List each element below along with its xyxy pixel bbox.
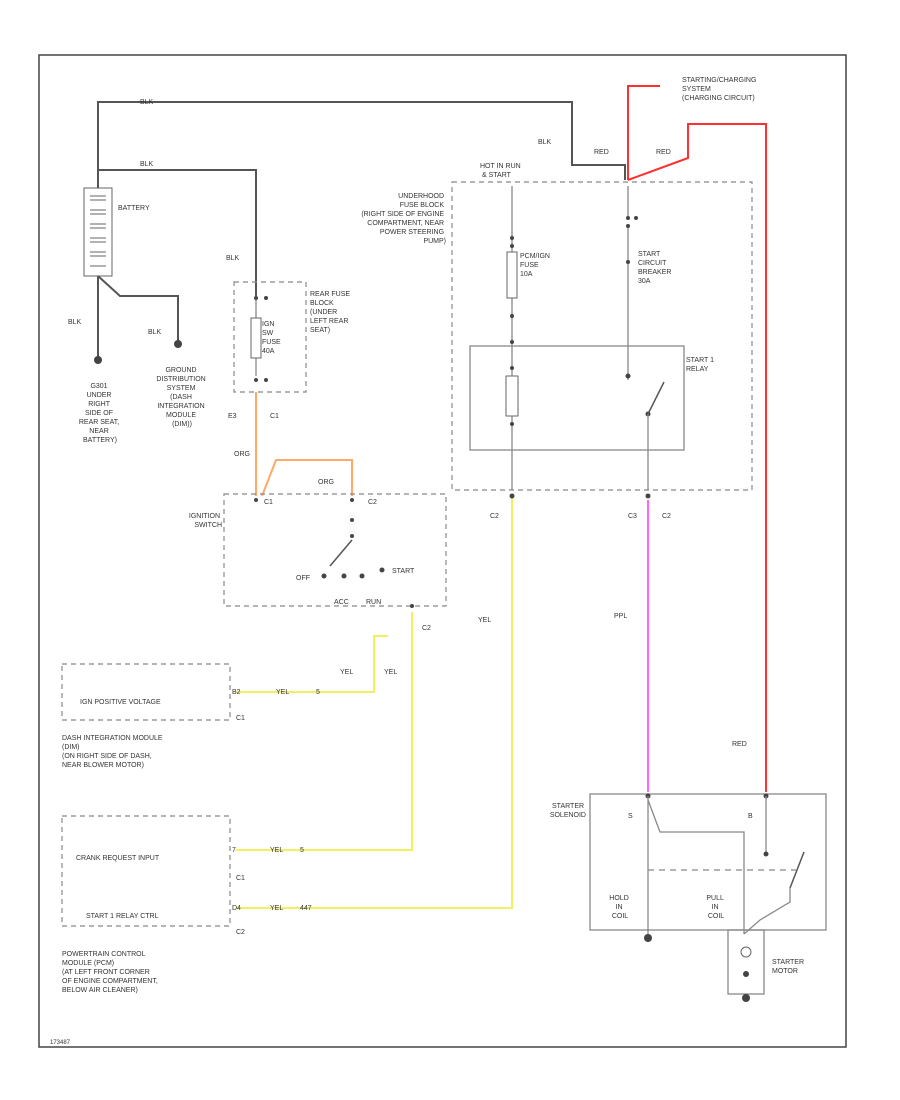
start-relay-contact bbox=[647, 381, 665, 415]
ign-pos-run: RUN bbox=[366, 599, 381, 606]
underhood-pin-2: C3 bbox=[628, 513, 637, 520]
rear-fuse-block-outline bbox=[233, 281, 307, 393]
wire-label-red-2: RED bbox=[656, 149, 671, 156]
wire-label-red-3: RED bbox=[732, 741, 747, 748]
starter-ground-dot bbox=[742, 994, 750, 1002]
pcm-wire-num-2: 447 bbox=[300, 905, 312, 912]
underhood-pin-3: C2 bbox=[662, 513, 671, 520]
wire-label-yel-1: YEL bbox=[340, 669, 353, 676]
solenoid-terminal-b: B bbox=[748, 813, 753, 820]
wire-label-red-1: RED bbox=[594, 149, 609, 156]
ign-sw-fuse-label: IGN SW FUSE 40A bbox=[262, 321, 283, 355]
wire-label-blk-5: BLK bbox=[68, 319, 82, 326]
underhood-pin-1: C2 bbox=[490, 513, 499, 520]
dim-outline bbox=[61, 663, 231, 721]
diagram-border bbox=[38, 54, 847, 1048]
wire-yel-dim bbox=[236, 635, 388, 693]
rear-fuse-terminal-c1: C1 bbox=[270, 413, 279, 420]
start-circuit-breaker-label: START CIRCUIT BREAKER 30A bbox=[638, 251, 673, 285]
starter-motor-symbol bbox=[740, 946, 752, 958]
rear-fuse-block-label: REAR FUSE BLOCK (UNDER LEFT REAR SEAT) bbox=[310, 291, 352, 334]
ignition-conn-c2-bottom: C2 bbox=[422, 625, 431, 632]
underhood-fuse-block-outline bbox=[451, 181, 753, 491]
pull-in-coil-label: PULL IN COIL bbox=[706, 895, 725, 920]
wire-label-yel-3: YEL bbox=[478, 617, 491, 624]
ign-sw-fuse bbox=[250, 317, 262, 359]
pcm-ign-fuse bbox=[506, 251, 518, 299]
pcm-label: POWERTRAIN CONTROL MODULE (PCM) (AT LEFT… bbox=[62, 951, 160, 994]
wire-label-yel-6: YEL bbox=[270, 905, 283, 912]
rear-fuse-terminal-e3: E3 bbox=[228, 413, 237, 420]
battery bbox=[83, 187, 113, 277]
dim-pin: B2 bbox=[232, 689, 241, 696]
pcm-conn-1: C1 bbox=[236, 875, 245, 882]
wire-label-blk-6: BLK bbox=[148, 329, 162, 336]
ignition-conn-c2: C2 bbox=[368, 499, 377, 506]
dim-conn: C1 bbox=[236, 715, 245, 722]
ignition-switch-outline bbox=[223, 493, 447, 607]
starter-motor-outline bbox=[727, 929, 765, 995]
wire-blk-main bbox=[97, 101, 626, 188]
wire-label-blk-3: BLK bbox=[140, 161, 154, 168]
wire-yel-pcm-crank bbox=[236, 612, 413, 851]
pcm-ign-fuse-label: PCM/IGN FUSE 10A bbox=[520, 253, 552, 278]
charging-ref-label: STARTING/CHARGING SYSTEM (CHARGING CIRCU… bbox=[682, 77, 758, 102]
pcm-conn-2: C2 bbox=[236, 929, 245, 936]
ground-dist-dot bbox=[174, 340, 182, 348]
pcm-wire-num-1: 5 bbox=[300, 847, 304, 854]
wire-label-blk-1: BLK bbox=[140, 99, 154, 106]
ground-distribution-label: GROUND DISTRIBUTION SYSTEM (DASH INTEGRA… bbox=[156, 367, 207, 428]
hold-in-coil-label: HOLD IN COIL bbox=[609, 895, 630, 920]
solenoid-contact bbox=[789, 851, 805, 889]
wire-label-yel-2: YEL bbox=[384, 669, 397, 676]
wire-label-org-1: ORG bbox=[234, 451, 250, 458]
wire-label-blk-2: BLK bbox=[538, 139, 552, 146]
battery-label: BATTERY bbox=[118, 205, 150, 212]
wire-label-yel-4: YEL bbox=[276, 689, 289, 696]
solenoid-ground-dot bbox=[644, 934, 652, 942]
underhood-label: UNDERHOOD FUSE BLOCK (RIGHT SIDE OF ENGI… bbox=[361, 193, 446, 245]
start-relay-coil bbox=[505, 375, 519, 417]
wire-red-charging bbox=[627, 85, 660, 180]
ign-pos-start: START bbox=[392, 568, 415, 575]
pcm-input-crank: CRANK REQUEST INPUT bbox=[76, 855, 160, 862]
pcm-input-relay: START 1 RELAY CTRL bbox=[86, 913, 159, 920]
ign-pos-acc: ACC bbox=[334, 599, 349, 606]
solenoid-terminal-s: S bbox=[628, 813, 633, 820]
start-relay-label: START 1 RELAY bbox=[686, 357, 716, 373]
wire-blk-rear-fuse bbox=[97, 169, 257, 296]
starter-solenoid-outline bbox=[589, 793, 827, 931]
wire-blk-ground-dist bbox=[97, 275, 179, 342]
ignition-switch-blade bbox=[329, 539, 353, 567]
wire-org-2 bbox=[261, 459, 353, 497]
hot-in-run-label: HOT IN RUN & START bbox=[480, 163, 523, 179]
dim-label: DASH INTEGRATION MODULE (DIM) (ON RIGHT … bbox=[62, 735, 165, 769]
wire-label-ppl: PPL bbox=[614, 613, 627, 620]
ignition-conn-c1: C1 bbox=[264, 499, 273, 506]
ground-g301-dot bbox=[94, 356, 102, 364]
wire-label-blk-4: BLK bbox=[226, 255, 240, 262]
ground-g301-label: G301 UNDER RIGHT SIDE OF REAR SEAT, NEAR… bbox=[79, 383, 121, 444]
wire-red-starter bbox=[627, 123, 767, 792]
starter-motor-label: STARTER MOTOR bbox=[772, 959, 806, 975]
wire-yel-pcm-relay bbox=[236, 496, 513, 909]
dim-wire-num: 5 bbox=[316, 689, 320, 696]
dim-input-label: IGN POSITIVE VOLTAGE bbox=[80, 699, 161, 706]
starter-solenoid-label: STARTER SOLENOID bbox=[550, 803, 586, 819]
ign-pos-off: OFF bbox=[296, 575, 310, 582]
pcm-outline bbox=[61, 815, 231, 927]
pcm-pin-2: D4 bbox=[232, 905, 241, 912]
pcm-pin-1: 7 bbox=[232, 847, 236, 854]
wire-label-yel-5: YEL bbox=[270, 847, 283, 854]
footer-code: 173487 bbox=[50, 1040, 71, 1046]
wire-label-org-2: ORG bbox=[318, 479, 334, 486]
start-relay-outline bbox=[469, 345, 685, 451]
ignition-switch-label: IGNITION SWITCH bbox=[189, 513, 222, 529]
